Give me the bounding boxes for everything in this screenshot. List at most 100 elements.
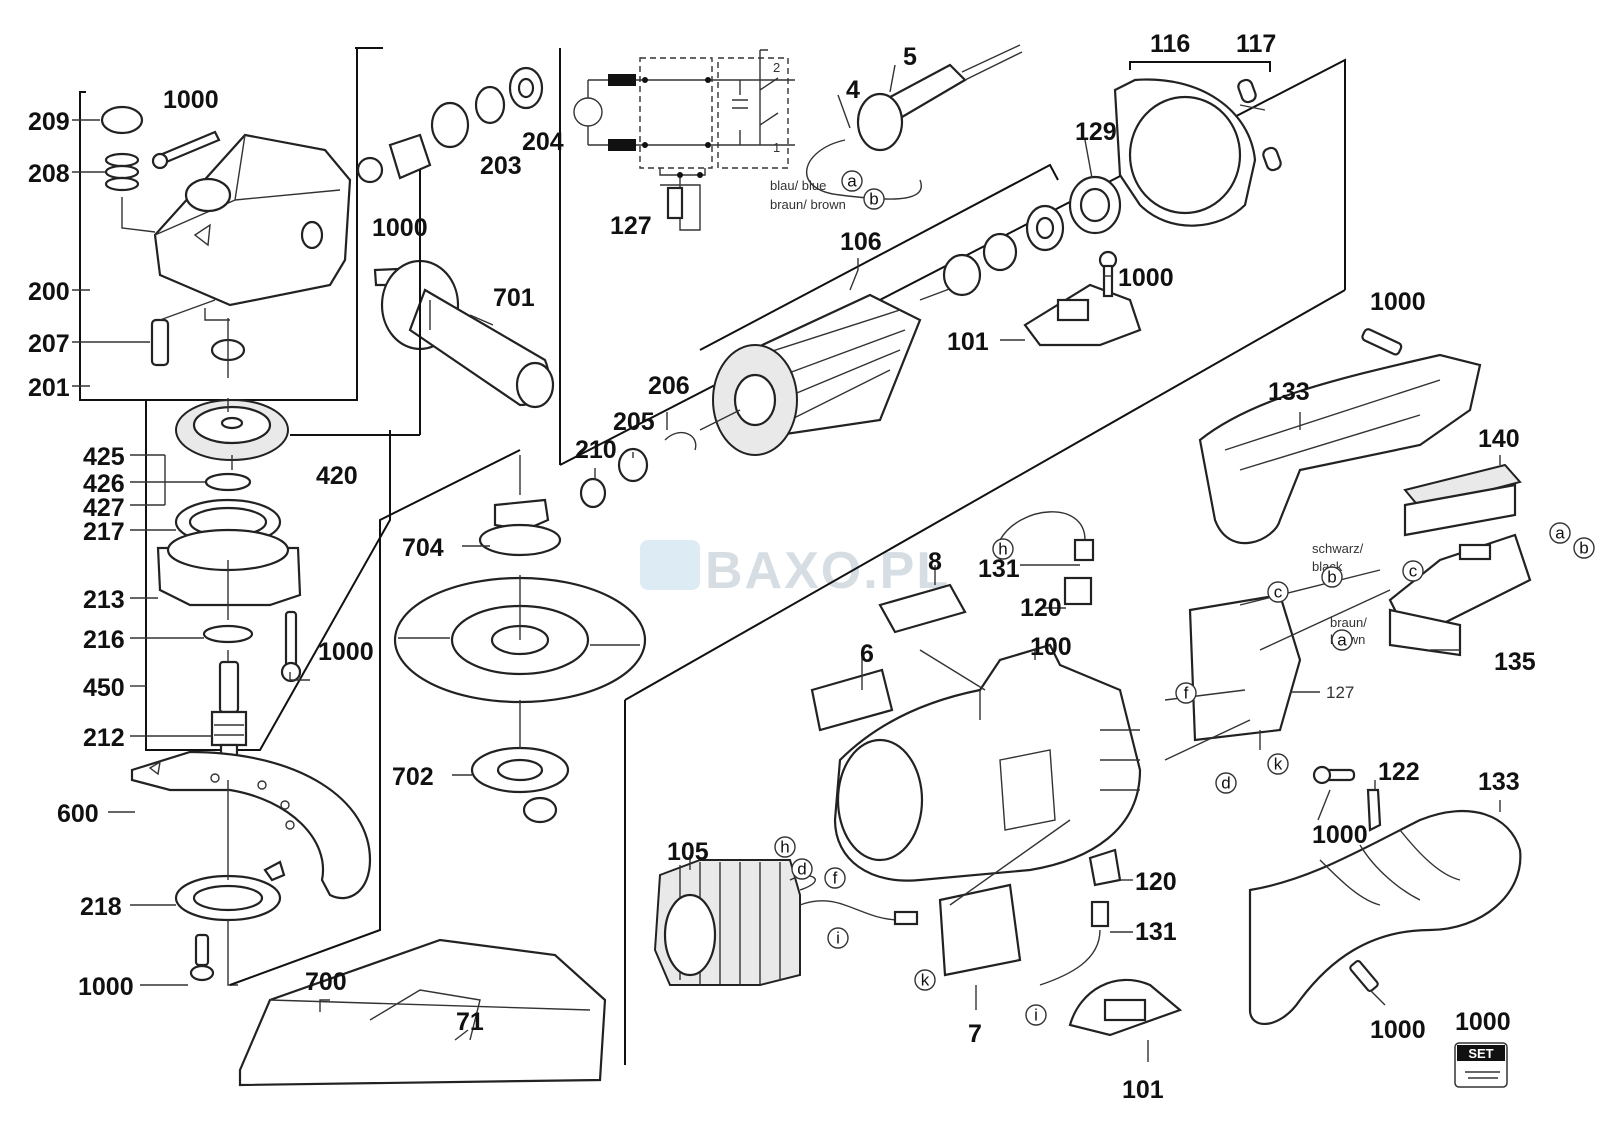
svg-text:1: 1: [773, 140, 780, 155]
label-1000: 1000: [1370, 1016, 1426, 1044]
svg-text:k: k: [921, 971, 930, 990]
marker-a-right: a: [1549, 522, 1571, 544]
label-131: 131: [1135, 918, 1177, 946]
svg-text:blau/ blue: blau/ blue: [770, 178, 826, 193]
label-129: 129: [1075, 118, 1117, 146]
handle-group: schwarz/ black braun/ brown: [624, 289, 1532, 1088]
label-105: 105: [667, 838, 709, 866]
marker-k-stator: k: [914, 969, 936, 991]
marker-k-mid: k: [1267, 753, 1289, 775]
svg-text:a: a: [1555, 524, 1565, 543]
label-425: 425: [83, 443, 125, 471]
svg-text:2: 2: [773, 60, 780, 75]
label-120: 120: [1135, 868, 1177, 896]
label-426: 426: [83, 470, 125, 498]
label-1000: 1000: [78, 973, 134, 1001]
label-450: 450: [83, 674, 125, 702]
label-205: 205: [613, 408, 655, 436]
label-212: 212: [83, 724, 125, 752]
svg-text:d: d: [1221, 774, 1230, 793]
svg-text:i: i: [1034, 1006, 1038, 1025]
svg-text:SET: SET: [1468, 1046, 1493, 1061]
label-1000: 1000: [318, 638, 374, 666]
label-207: 207: [28, 330, 70, 358]
label-209: 209: [28, 108, 70, 136]
marker-i-stator: i: [827, 927, 849, 949]
label-1000: 1000: [372, 214, 428, 242]
part-number-labels: 209 208 1000 200 207 201 1000 203 204 70…: [28, 30, 1536, 1104]
label-6: 6: [860, 640, 874, 668]
marker-f-mid: f: [1175, 682, 1197, 704]
svg-text:braun/ brown: braun/ brown: [770, 197, 846, 212]
svg-text:h: h: [998, 540, 1007, 559]
label-203: 203: [480, 152, 522, 180]
marker-c-2: c: [1402, 560, 1424, 582]
marker-a-mid: a: [1331, 629, 1353, 651]
marker-f-stator: f: [824, 867, 846, 889]
label-71: 71: [456, 1008, 484, 1036]
svg-text:a: a: [847, 172, 857, 191]
marker-d-stator: d: [791, 858, 813, 880]
label-4: 4: [846, 76, 860, 104]
label-206: 206: [648, 372, 690, 400]
label-217: 217: [83, 518, 125, 546]
marker-b-mid: b: [1321, 566, 1343, 588]
svg-text:f: f: [1184, 684, 1189, 703]
label-133: 133: [1268, 378, 1310, 406]
label-100: 100: [1030, 633, 1072, 661]
label-600: 600: [57, 800, 99, 828]
label-101: 101: [1122, 1076, 1164, 1104]
marker-i-bottom: i: [1025, 1004, 1047, 1026]
armature-group: [559, 58, 1346, 509]
svg-text:schwarz/: schwarz/: [1312, 541, 1364, 556]
svg-text:b: b: [1327, 568, 1336, 587]
label-1000: 1000: [1370, 288, 1426, 316]
circuit-schematic: 2 1: [573, 49, 795, 231]
label-213: 213: [83, 586, 125, 614]
marker-h-top: h: [992, 538, 1014, 560]
label-127: 127: [610, 212, 652, 240]
marker-a-top: a: [841, 170, 863, 192]
marker-b-right: b: [1573, 537, 1595, 559]
svg-text:braun/: braun/: [1330, 615, 1367, 630]
label-704: 704: [402, 534, 444, 562]
svg-text:b: b: [869, 190, 878, 209]
label-117: 117: [1236, 30, 1276, 58]
label-1000: 1000: [163, 86, 219, 114]
marker-b-top: b: [863, 188, 885, 210]
letter-markers: a b a b c b c a f k d h h d f i k i: [774, 170, 1595, 1026]
label-122: 122: [1378, 758, 1420, 786]
svg-text:d: d: [797, 860, 806, 879]
label-1000-set: 1000: [1455, 1008, 1511, 1036]
label-701: 701: [493, 284, 535, 312]
side-handle-group: [229, 48, 647, 1087]
label-204: 204: [522, 128, 564, 156]
label-208: 208: [28, 160, 70, 188]
marker-c-1: c: [1267, 581, 1289, 603]
marker-h-stator: h: [774, 836, 796, 858]
label-702: 702: [392, 763, 434, 791]
watermark: BAXO.PL: [640, 540, 948, 600]
label-7: 7: [968, 1020, 982, 1048]
svg-text:i: i: [836, 929, 840, 948]
label-1000: 1000: [1312, 821, 1368, 849]
svg-text:f: f: [833, 869, 838, 888]
label-427: 427: [83, 494, 125, 522]
label-127-mid: 127: [1326, 683, 1354, 702]
label-140: 140: [1478, 425, 1520, 453]
label-8: 8: [928, 548, 942, 576]
label-216: 216: [83, 626, 125, 654]
label-5: 5: [903, 43, 917, 71]
label-133: 133: [1478, 768, 1520, 796]
label-210: 210: [575, 436, 617, 464]
marker-d-mid: d: [1215, 772, 1237, 794]
label-116: 116: [1150, 30, 1190, 58]
label-218: 218: [80, 893, 122, 921]
gear-head-group: [79, 47, 391, 986]
label-101: 101: [947, 328, 989, 356]
svg-text:k: k: [1274, 755, 1283, 774]
label-201: 201: [28, 374, 70, 402]
svg-text:c: c: [1274, 583, 1283, 602]
